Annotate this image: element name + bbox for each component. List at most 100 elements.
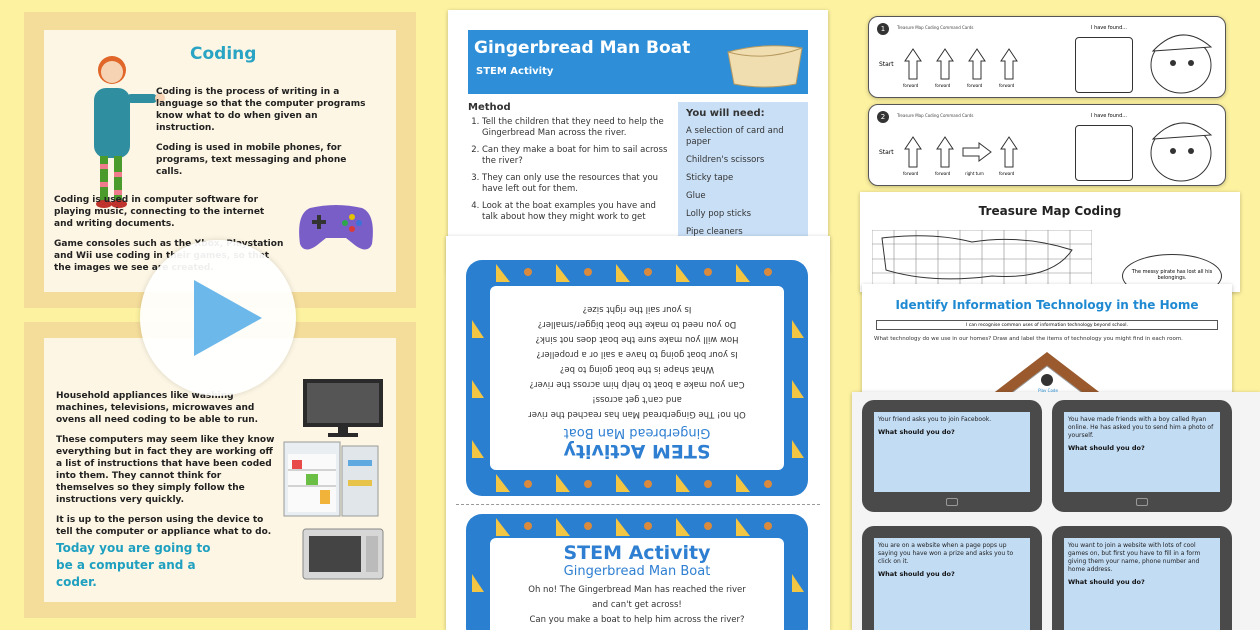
stem-card-lines: Oh no! The Gingerbread Man has reached t… [500,583,774,628]
tablet-question: What should you do? [878,428,955,436]
card-line: Is your boat going to have a sail or a p… [536,349,738,359]
need-item: A selection of card and paper [686,126,784,147]
stem-card-top: STEM Activity Gingerbread Man Boat Oh no… [466,260,808,496]
stem-card-subheading: Gingerbread Man Boat [563,564,711,579]
card-number: 1 [877,23,889,35]
it-sheet-title: Identify Information Technology in the H… [895,298,1199,312]
tablet-scenario: You are on a website when a page pops up… [878,542,1014,565]
card-line: Can you make a boat to help him across t… [529,615,745,625]
coding-para-4: Game consoles such as the Xbox, Playstat… [54,239,284,273]
stem-card-heading: STEM Activity [563,542,711,564]
tablet-2: You have made friends with a boy called … [1052,400,1232,512]
stem-sheet-title: Gingerbread Man Boat [474,38,691,58]
television-icon [303,379,383,437]
stem-sheet-banner: Gingerbread Man Boat STEM Activity [468,30,808,94]
it-sheet-objective: I can recognise common uses of informati… [876,320,1218,330]
stem-method: Method Tell the children that they need … [468,102,668,229]
command-label: forward [935,83,951,88]
tablet-home-button [946,498,958,506]
tablet-scenario: You have made friends with a boy called … [1068,416,1214,439]
appliances-para-2: These computers may seem like they know … [56,435,275,505]
appliances-body: Household appliances like washing machin… [56,390,282,546]
tablet-home-button [1136,498,1148,506]
coding-slide: Coding Coding is the process of writing … [44,30,396,292]
play-button[interactable] [140,240,296,396]
method-step-2: Can they make a boat for him to sail acr… [482,145,668,167]
need-item: Glue [686,191,706,201]
treasure-map-grid [872,230,1092,288]
tablet-screen: Your friend asks you to join Facebook. W… [874,412,1030,492]
found-box [1075,125,1133,181]
coder-line: Today you are going to be a computer and… [56,541,211,589]
stem-card-heading-flipped: STEM Activity [563,440,711,462]
found-label: I have found... [1091,113,1128,119]
method-step-1: Tell the children that they need to help… [482,117,668,139]
method-heading: Method [468,102,511,113]
found-box [1075,37,1133,93]
appliances-para-3: It is up to the person using the device … [56,515,272,537]
command-label: forward [999,83,1015,88]
needs-heading: You will need: [686,108,765,119]
boat-border-pattern [472,264,804,492]
start-label: Start [879,149,894,156]
coding-para-2: Coding is used in mobile phones, for pro… [156,143,347,177]
card-line: How will you make sure the boat does not… [535,334,739,344]
card-line: Is your sail the right size? [582,304,692,314]
tablet-question: What should you do? [1068,444,1145,452]
fold-line [456,504,820,505]
command-label: forward [967,83,983,88]
command-label: right turn [965,171,984,176]
tablet-scenario: You want to join a website with lots of … [1068,542,1201,573]
coding-title: Coding [190,44,257,64]
coding-body: Coding is the process of writing in a la… [156,86,366,186]
card-line: Oh no! The Gingerbread Man has reached t… [528,585,746,595]
card-line: Oh no! The Gingerbread Man has reached t… [528,409,746,419]
need-item: Lolly pop sticks [686,209,752,219]
stem-card-top-inner: STEM Activity Gingerbread Man Boat Oh no… [490,286,784,470]
card-line: Do you need to make the boat bigger/smal… [537,319,737,329]
stem-sheet: Gingerbread Man Boat STEM Activity Metho… [448,10,828,272]
command-label: forward [935,171,951,176]
treasure-card-1: 1 Treasure Map Coding Command Cards Star… [868,16,1226,98]
tablet-screen: You want to join a website with lots of … [1064,538,1220,630]
stem-sheet-subtitle: STEM Activity [476,66,554,77]
tablet-3: You are on a website when a page pops up… [862,526,1042,630]
play-icon [194,280,262,356]
boat-tray-icon [727,45,803,88]
treasure-card-title: Treasure Map Coding Command Cards [897,113,974,118]
method-step-3: They can only use the resources that you… [482,173,668,195]
command-label: forward [903,83,919,88]
card-line: and can't get across! [592,600,682,610]
tablet-1: Your friend asks you to join Facebook. W… [862,400,1042,512]
treasure-card-title: Treasure Map Coding Command Cards [897,25,974,30]
tablet-screen: You have made friends with a boy called … [1064,412,1220,492]
coding-para-3: Coding is used in computer software for … [54,195,265,229]
need-item: Children's scissors [686,155,765,165]
method-step-4: Look at the boat examples you have and t… [482,201,668,223]
card-line: and can't get across! [592,394,682,404]
pirate-illustration [1150,122,1213,182]
boat-border-pattern [472,518,804,592]
stem-card-sheet: STEM Activity Gingerbread Man Boat Oh no… [446,236,830,630]
tablet-scenario: Your friend asks you to join Facebook. [878,416,992,423]
game-controller-icon [299,205,373,250]
stem-card-lines-flipped: Oh no! The Gingerbread Man has reached t… [500,301,774,421]
it-sheet-instruction: What technology do we use in our homes? … [874,336,1183,342]
house-label: Play Code [1038,388,1058,393]
found-label: I have found... [1091,25,1128,31]
coding-body-lower: Coding is used in computer software for … [54,194,284,282]
arrow-commands-icon [904,136,1018,168]
forward-arrow-icon [904,48,1018,80]
tablet-screen: You are on a website when a page pops up… [874,538,1030,630]
stem-card-bottom: STEM Activity Gingerbread Man Boat Oh no… [466,514,808,630]
microwave-icon [302,528,384,580]
girl-illustration [94,56,165,208]
tablets-sheet: Your friend asks you to join Facebook. W… [852,392,1260,630]
command-label: forward [903,171,919,176]
fridge-icon [283,441,379,517]
tablet-question: What should you do? [1068,578,1145,586]
treasure-map-sheet: Treasure Map Coding The messy pirate has… [860,192,1240,298]
start-label: Start [879,61,894,68]
command-label: forward [999,171,1015,176]
card-number: 2 [877,111,889,123]
